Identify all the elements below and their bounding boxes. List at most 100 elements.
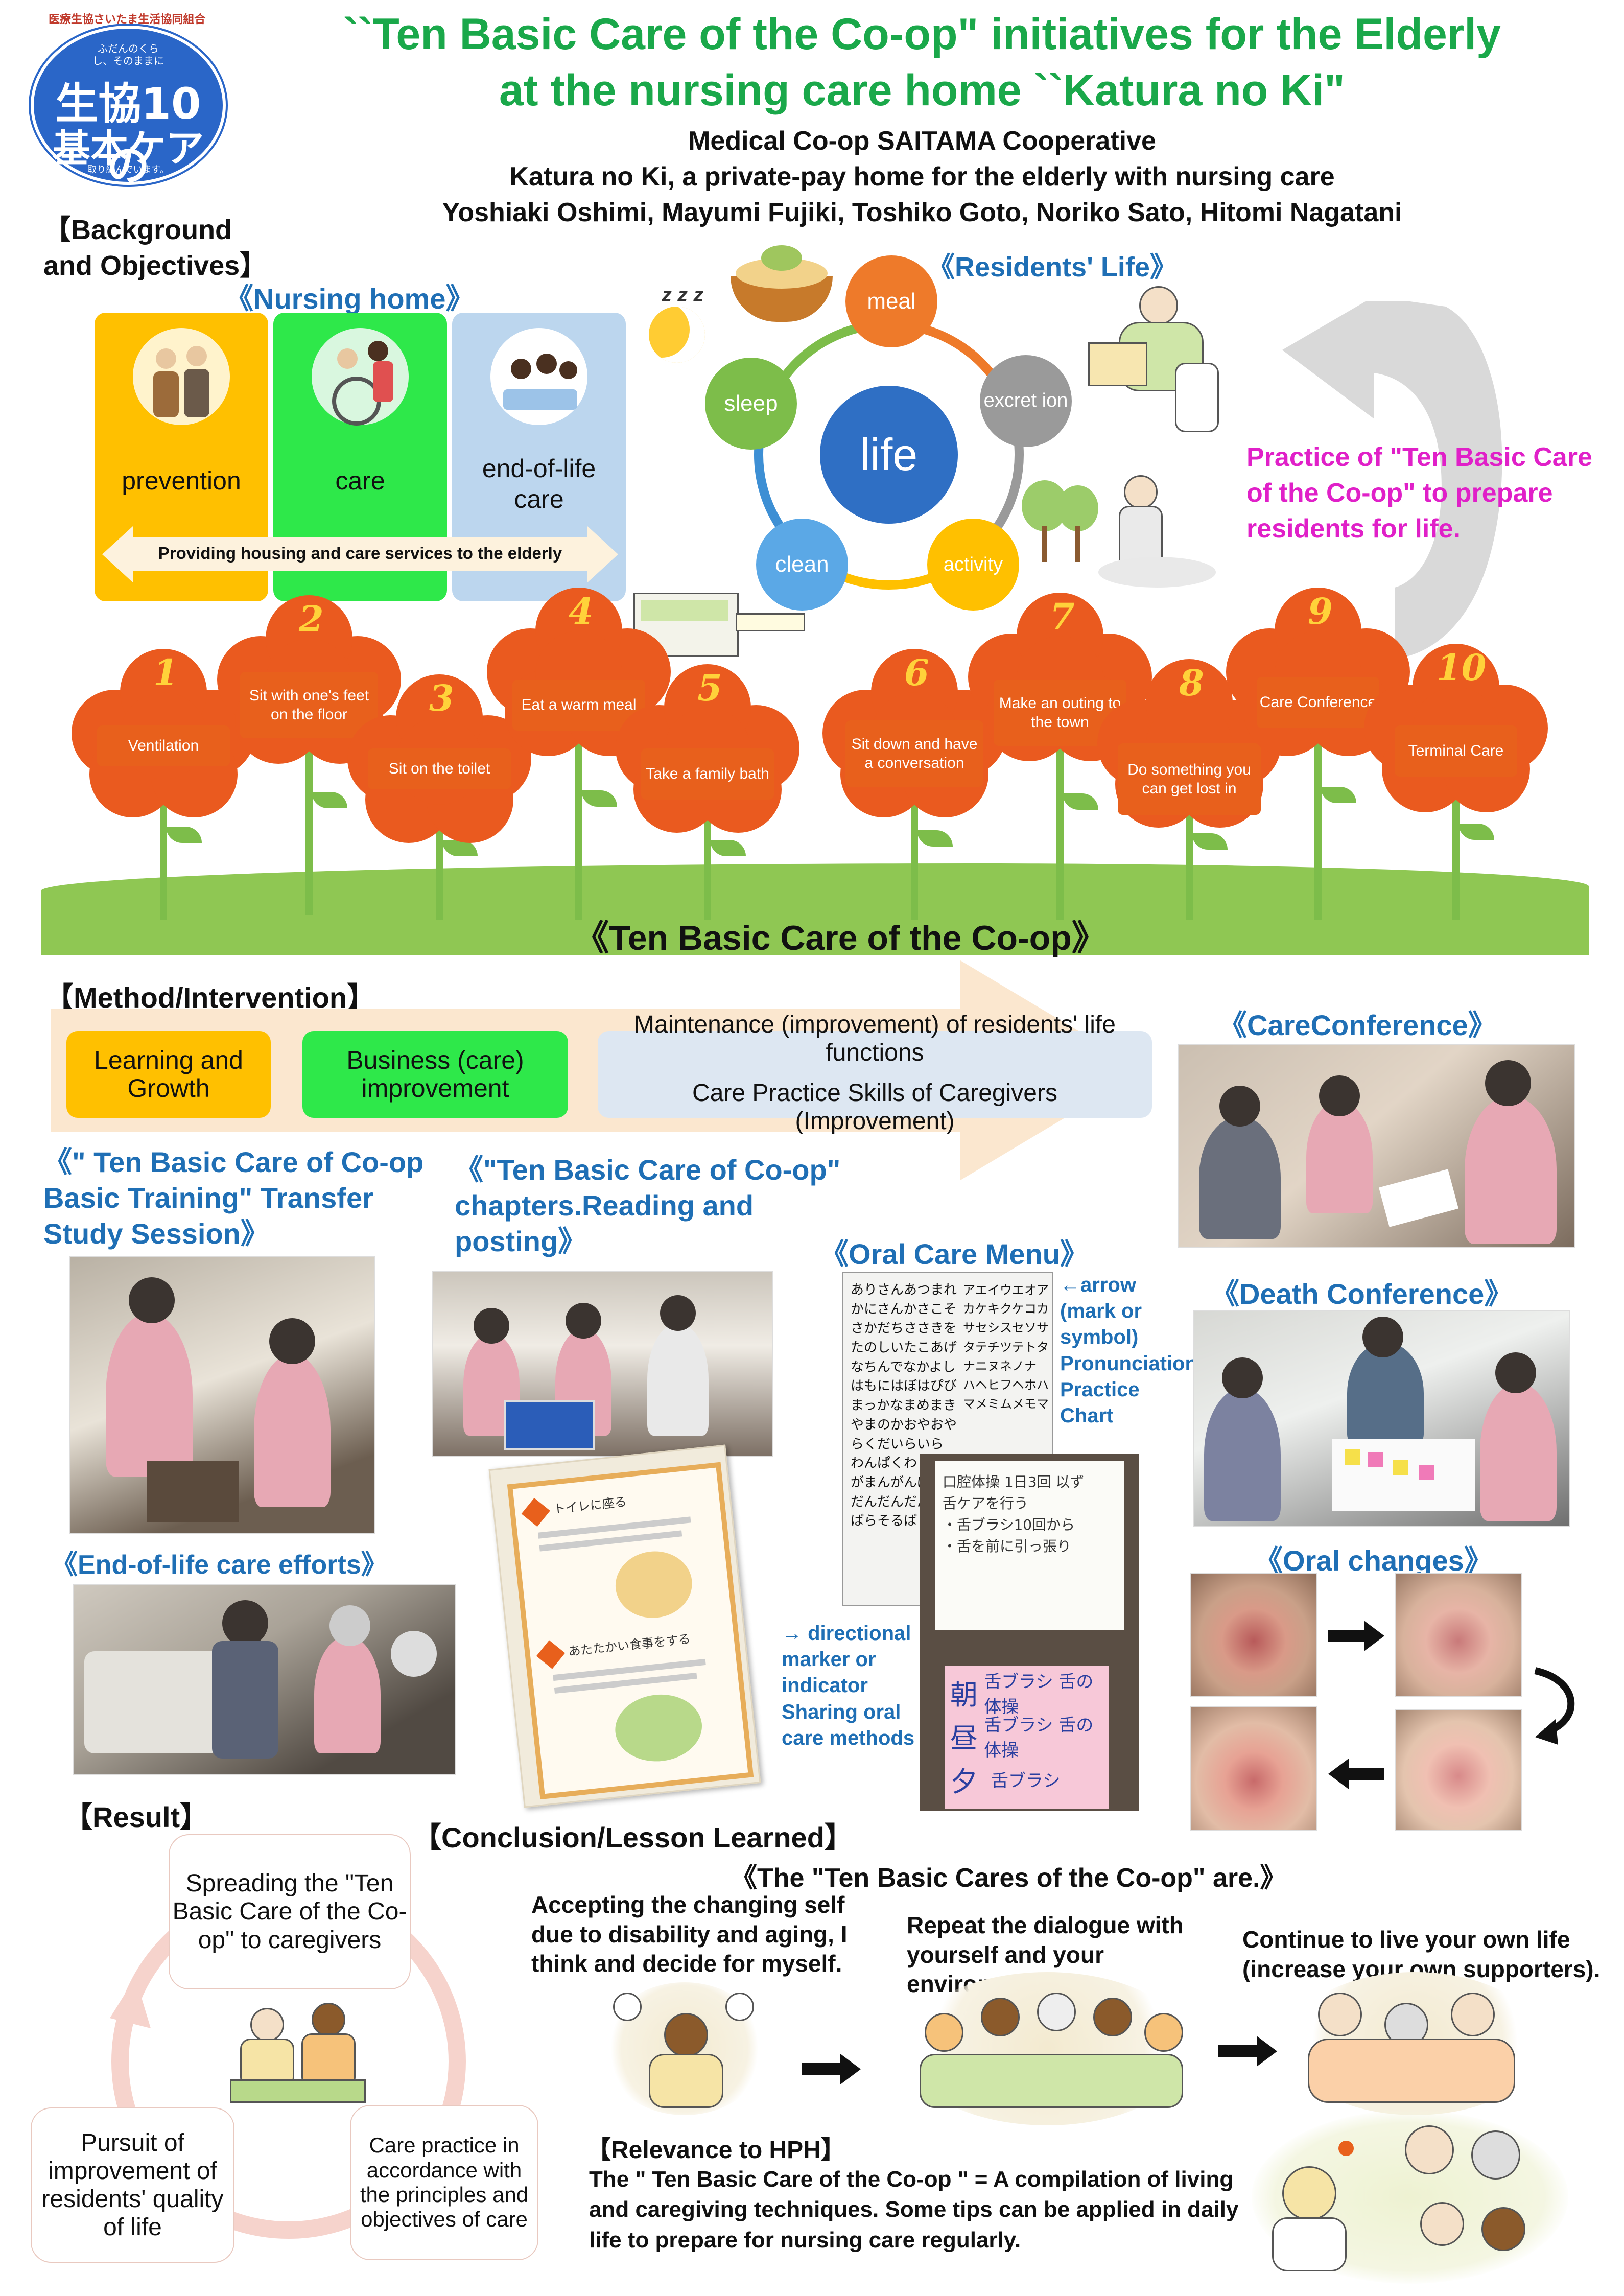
flower-label: Sit with one's feet on the floor (240, 672, 378, 738)
care-conference-photo (1178, 1044, 1575, 1248)
conclusion-subtitle: 《The "Ten Basic Cares of the Co-op" are.… (731, 1863, 1287, 1893)
flower-leaf (166, 827, 202, 843)
directional-note: → directional marker or indicator Sharin… (782, 1622, 915, 1749)
reading-title: 《"Ten Basic Care of Co-op" chapters.Read… (455, 1154, 841, 1257)
kana-line: たのしいたこあげ (851, 1340, 957, 1356)
background-heading-line1: 【Background (43, 215, 232, 245)
reading-photo (432, 1271, 773, 1457)
flower-stem (1186, 787, 1193, 920)
nursing-home-title: 《Nursing home》 (225, 283, 475, 315)
oral-schedule: 朝舌ブラシ 舌の体操昼舌ブラシ 舌の体操夕舌ブラシ (950, 1671, 1103, 1801)
training-photo (69, 1256, 375, 1534)
oral-schedule-row: 夕舌ブラシ (950, 1758, 1103, 1801)
result-box-top: Spreading the "Ten Basic Care of the Co-… (169, 1834, 411, 1989)
arrow-right-icon-2 (802, 2054, 861, 2084)
method-heading: 【Method/Intervention】 (45, 981, 376, 1014)
end-of-life-label: end-of-life care (482, 454, 596, 513)
meal-node: meal (845, 255, 937, 347)
flower-stem (305, 725, 313, 915)
oral-care-note-photo: 口腔体操 1日3回 以ず舌ケアを行う・舌ブラシ10回から・舌を前に引っ張り 朝舌… (920, 1454, 1139, 1811)
kana-chart-left: ありさんあつまれかにさんかさこそさかだちささきをたのしいたこあげなちんでなかよし… (851, 1281, 963, 1531)
walking-illustration (1022, 460, 1216, 598)
kana-line: ナニヌネノナ (963, 1358, 1037, 1373)
conclusion-point1: Accepting the changing self due to disab… (531, 1891, 848, 1977)
flower-label: Take a family bath (641, 748, 774, 800)
oral-after-2 (1395, 1709, 1522, 1831)
arrow-right-icon (1328, 1621, 1384, 1651)
kana-line: かにさんかさこそ (851, 1301, 957, 1317)
hotpot-illustration (725, 240, 838, 332)
kana-line: サセシスセソサ (963, 1321, 1049, 1336)
arrow-curve-icon (1534, 1667, 1575, 1745)
self-decision-illustration (603, 1982, 766, 2115)
zzz-text: z z z (662, 284, 704, 306)
learning-growth-box: Learning and Growth (66, 1031, 271, 1118)
background-heading-line2: and Objectives】 (43, 250, 268, 281)
housing-double-arrow (102, 526, 618, 582)
practice-curved-arrow (1282, 301, 1502, 659)
caregiving-illustration (1252, 2110, 1568, 2284)
flower-leaf (917, 830, 953, 847)
oral-schedule-time: 夕 (950, 1766, 978, 1798)
authors: Yoshiaki Oshimi, Mayumi Fujiki, Toshiko … (442, 198, 1402, 227)
maintenance-box (598, 1031, 1152, 1118)
facility: Katura no Ki, a private-pay home for the… (509, 162, 1335, 192)
activity-node: activity (927, 519, 1019, 611)
care-label: care (335, 466, 385, 495)
flower-label: Sit down and have a conversation (845, 720, 983, 787)
flower-stem (911, 782, 918, 920)
result-box-left: Pursuit of improvement of residents' qua… (31, 2107, 234, 2263)
flower-number: 9 (1308, 590, 1333, 632)
kana-line: らくだいらいら (851, 1436, 944, 1452)
flower-label: Care Conference (1257, 677, 1379, 728)
flower-number: 4 (569, 590, 594, 632)
conclusion-point3: Continue to live your own life (increase… (1242, 1926, 1601, 1982)
logo-main-text-1: 生協10の (55, 79, 201, 191)
organization: Medical Co-op SAITAMA Cooperative (688, 126, 1156, 156)
flower-label: Ventilation (97, 725, 230, 766)
residents-life-title: 《Residents' Life》 (927, 252, 1178, 283)
flower-leaf (581, 790, 617, 807)
kana-line: まっかなまめまき (851, 1398, 956, 1414)
oral-note-line: 舌ケアを行う (943, 1495, 1029, 1512)
flower-stem (1452, 771, 1460, 920)
kana-line: タテチツテトタ (963, 1340, 1049, 1354)
oral-note-line: ・舌ブラシ10回から (943, 1516, 1075, 1533)
logo-main-text-2: 基本ケア (53, 127, 204, 171)
oral-after-1 (1395, 1573, 1522, 1697)
kana-line: はもにはぼはぴび (851, 1378, 957, 1394)
end-of-life-photo (73, 1584, 456, 1775)
flower-number: 2 (299, 598, 324, 640)
ten-basic-poster-sheet: トイレに座る あたたかい食事をする (488, 1444, 761, 1808)
flower-stem (1314, 715, 1322, 920)
housing-arrow-text: Providing housing and care services to t… (158, 544, 562, 563)
kana-line: アエイウエオア (963, 1283, 1049, 1297)
business-improvement-box: Business (care) improvement (302, 1031, 568, 1118)
sleep-node: sleep (705, 358, 797, 450)
flower-number: 6 (904, 651, 929, 694)
oral-schedule-row: 朝舌ブラシ 舌の体操 (950, 1671, 1103, 1717)
oral-schedule-task: 舌ブラシ 舌の体操 (984, 1671, 1094, 1717)
oral-schedule-task: 舌ブラシ (991, 1771, 1061, 1791)
poster-title-line2: at the nursing care home ``Katura no Ki" (499, 66, 1345, 115)
poster-title-line1: ``Ten Basic Care of the Co-op" initiativ… (343, 10, 1501, 59)
kana-line: ぱらそるぱ (851, 1513, 917, 1529)
flower-leaf (1192, 833, 1228, 850)
kana-line: ハヘヒフヘホハ (963, 1377, 1049, 1392)
training-title: 《" Ten Basic Care of Co-op Basic Trainin… (43, 1146, 424, 1250)
conclusion-heading: 【Conclusion/Lesson Learned】 (413, 1821, 853, 1854)
flower-leaf (1458, 823, 1494, 840)
kana-line: なちんでなかよし (851, 1359, 956, 1375)
end-of-life-title: 《End-of-life care efforts》 (51, 1550, 388, 1580)
kana-line: カケキクケコカ (963, 1302, 1049, 1317)
practice-text: Practice of "Ten Basic Care of the Co-op… (1246, 442, 1592, 544)
oral-before-2 (1190, 1706, 1317, 1831)
oral-before-1 (1190, 1573, 1317, 1697)
flower-number: 10 (1437, 646, 1487, 689)
moon-illustration (649, 307, 705, 363)
clean-node: clean (756, 519, 848, 611)
kana-line: マメミムメモマ (963, 1397, 1049, 1412)
flower-number: 8 (1179, 662, 1204, 704)
logo-sub-text: ふだんのくらし、そのままに (92, 43, 164, 67)
oral-note-text: 口腔体操 1日3回 以ず舌ケアを行う・舌ブラシ10回から・舌を前に引っ張り (943, 1471, 1116, 1557)
